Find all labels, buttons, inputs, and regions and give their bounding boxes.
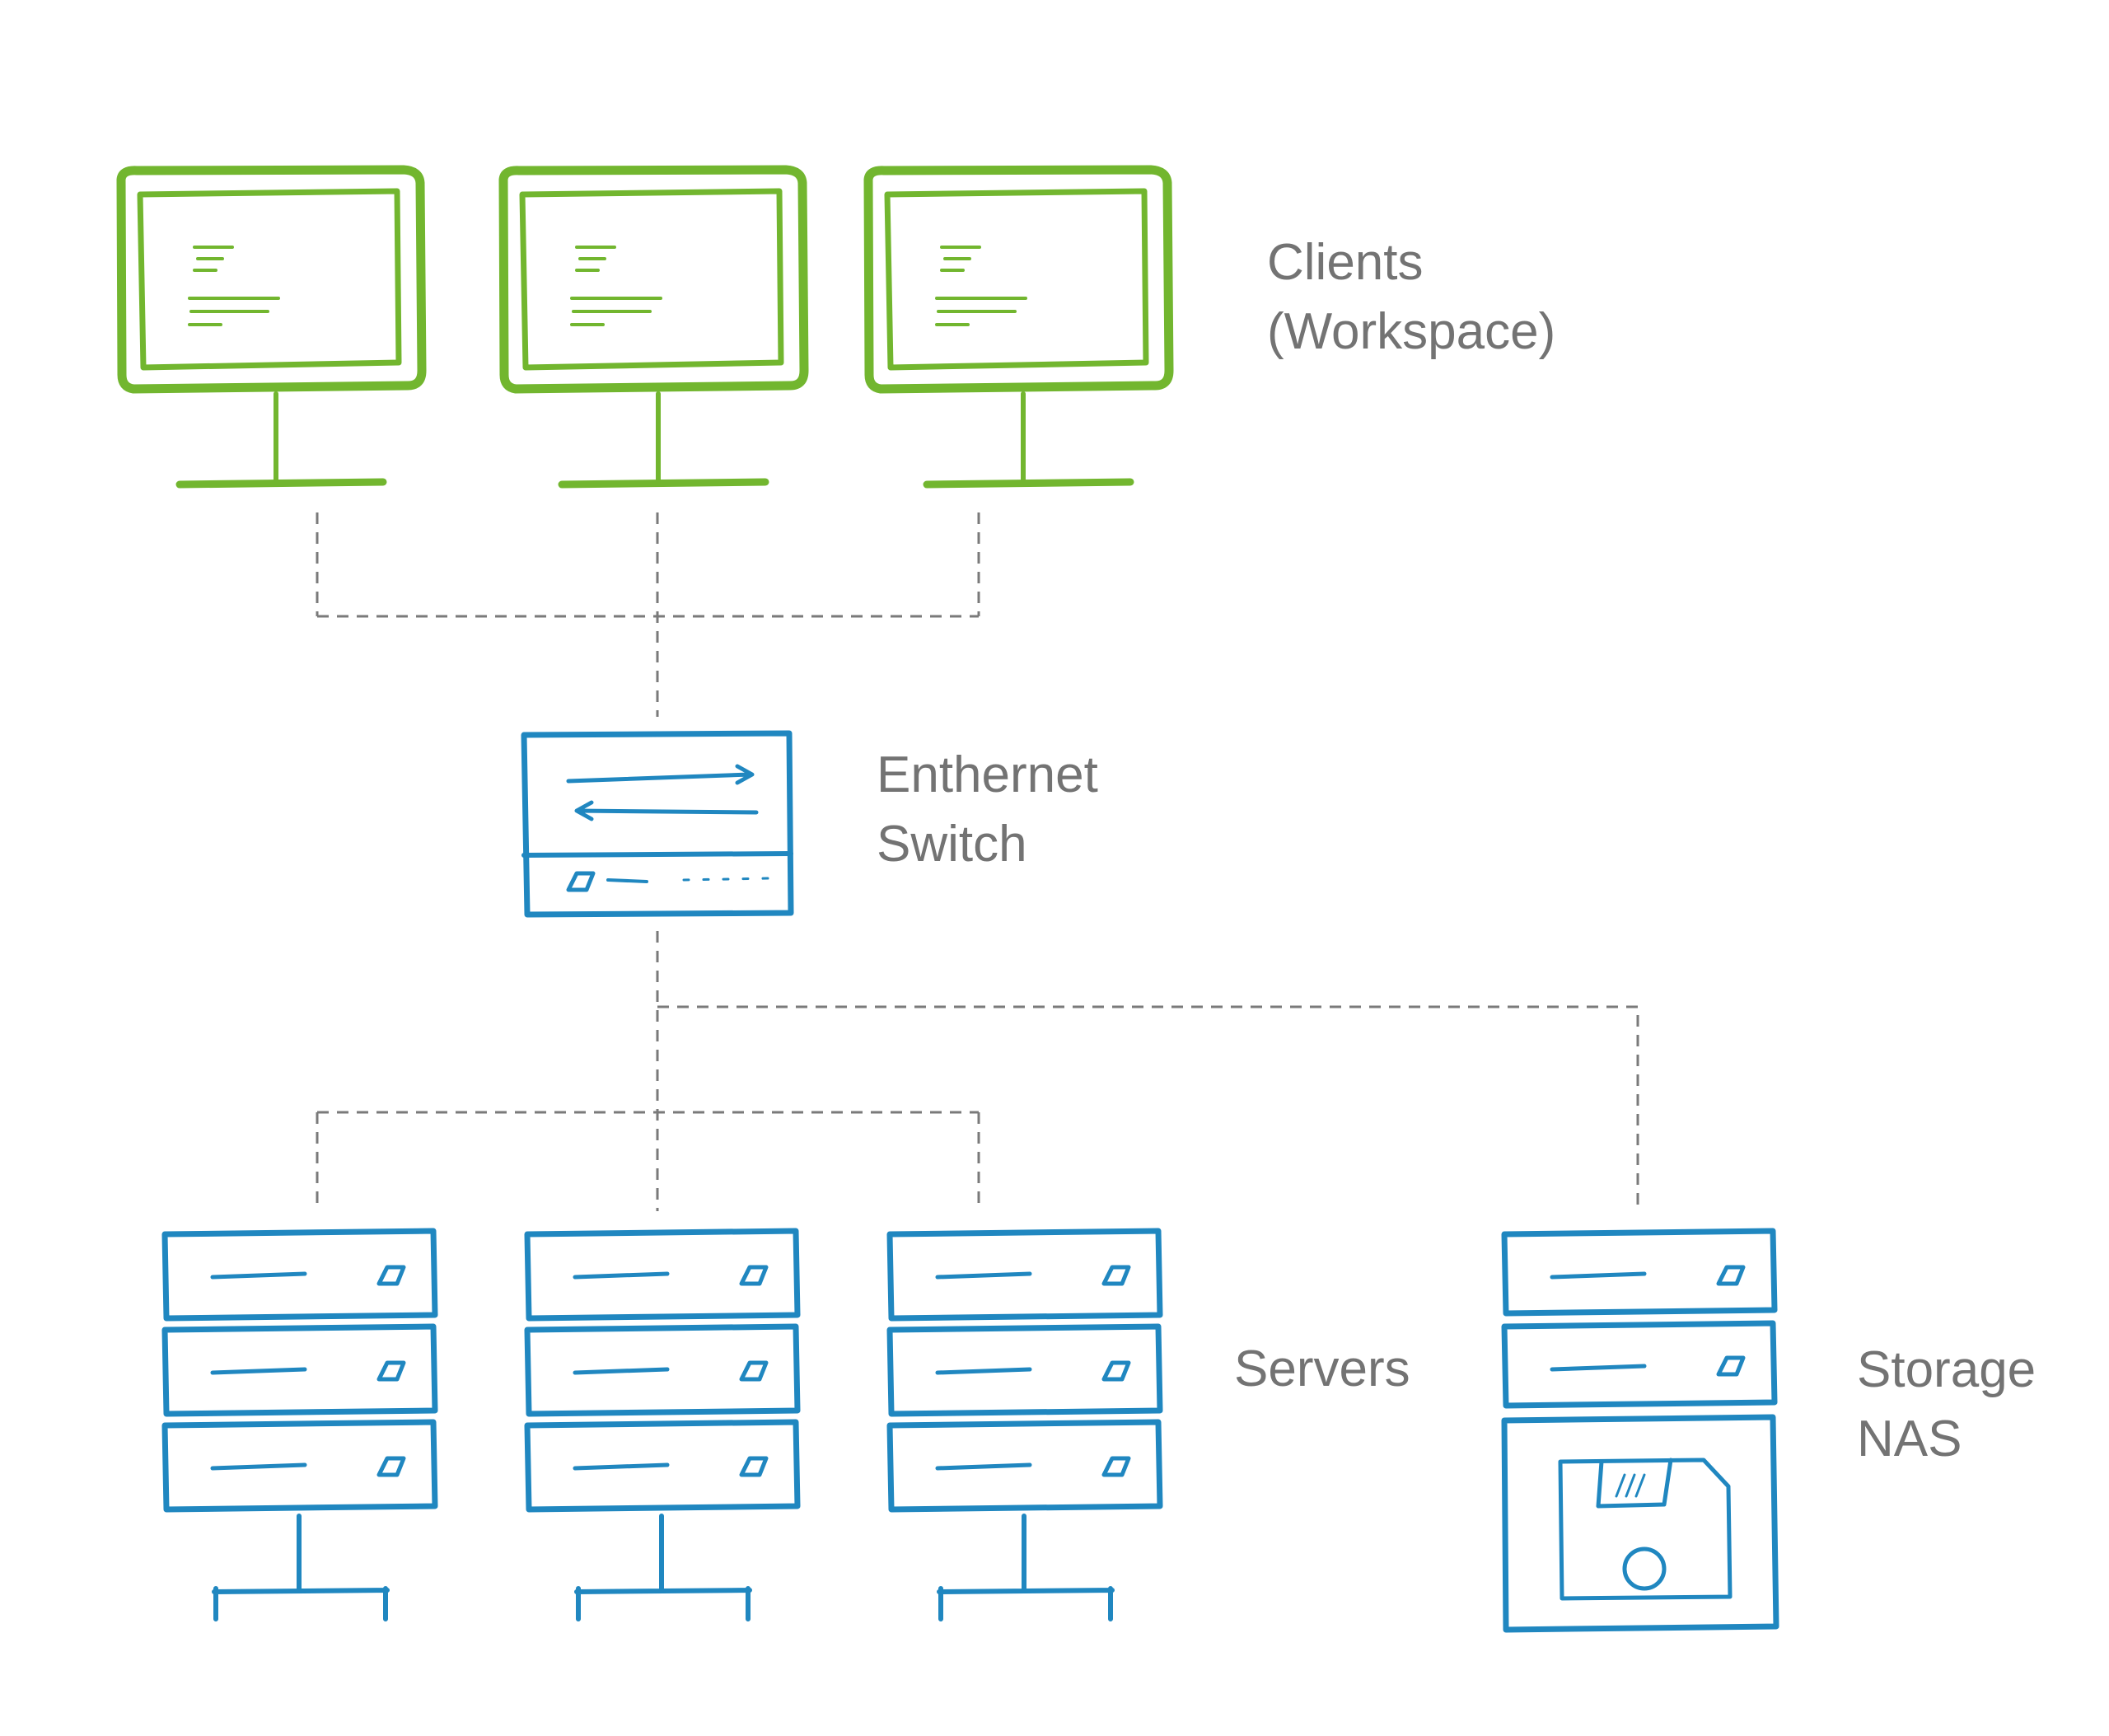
- monitor-icon: [863, 165, 1174, 489]
- clients-group: [116, 165, 1174, 489]
- clients-label-line-1: Clients: [1267, 234, 1424, 291]
- storage-label-line-1: Storage: [1857, 1341, 2037, 1398]
- switch-label: Enthernet Switch: [877, 741, 1098, 879]
- clients-label: Clients (Workspace): [1267, 228, 1555, 367]
- network-switch-icon: [521, 730, 794, 918]
- server-rack-icon: [161, 1228, 438, 1621]
- storage-link: [657, 1005, 1639, 1211]
- servers-group: [161, 1228, 1163, 1621]
- storage-label-line-2: NAS: [1857, 1411, 1962, 1467]
- server-rack-icon: [524, 1228, 801, 1621]
- servers-label: Servers: [1234, 1335, 1410, 1404]
- switch-label-line-2: Switch: [877, 816, 1027, 873]
- connection-links: [316, 512, 1639, 1211]
- storage-label: Storage NAS: [1857, 1336, 2036, 1474]
- monitor-icon: [498, 165, 809, 489]
- floppy-disk-icon: [1558, 1458, 1733, 1601]
- switch-label-line-1: Enthernet: [877, 746, 1098, 803]
- nas-storage-icon: [1501, 1228, 1779, 1633]
- servers-label-line-1: Servers: [1234, 1341, 1410, 1397]
- clients-label-line-2: (Workspace): [1267, 303, 1556, 360]
- monitor-icon: [116, 165, 427, 489]
- server-rack-icon: [886, 1228, 1163, 1621]
